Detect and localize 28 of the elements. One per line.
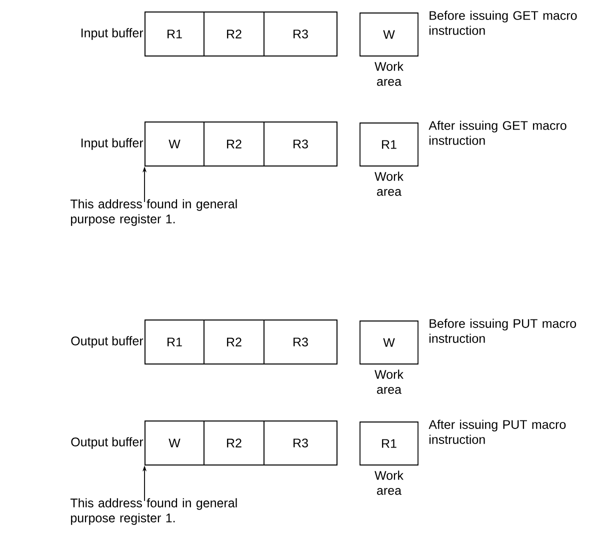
buffer-cell: R2	[204, 320, 264, 364]
caption-text: Before issuing GET macro instruction	[429, 10, 577, 35]
note-text: This address found in general purpose register 1.	[70, 498, 237, 525]
work-area-box: W	[360, 320, 418, 364]
work-area-label: Work area	[374, 370, 404, 394]
buffer-cell: R2	[204, 420, 264, 466]
node-label: Output buffer	[71, 336, 144, 348]
node-label: Input buffer	[82, 138, 144, 150]
work-area-label: Work area	[374, 172, 404, 196]
buffer-cell: W	[144, 122, 204, 166]
work-area-box: R1	[360, 422, 418, 466]
buffer-cell: R2	[204, 122, 264, 166]
note-text: This address found in general purpose register 1.	[70, 199, 237, 226]
work-area-label: Work area	[374, 62, 404, 86]
node-label: Output buffer	[71, 437, 144, 449]
buffer-cell: R1	[144, 320, 204, 364]
work-area-box: R1	[360, 122, 418, 166]
buffer-cell: R1	[144, 12, 204, 56]
work-area-label: Work area	[374, 470, 404, 495]
node-label: Input buffer	[82, 28, 144, 40]
caption-text: Before issuing PUT macro instruction	[429, 318, 576, 343]
buffer-cell: R3	[264, 122, 338, 166]
buffer-cell: R3	[264, 420, 338, 466]
buffer-cell: W	[144, 420, 204, 466]
buffer-cell: R3	[264, 320, 338, 364]
buffer-cell: R2	[204, 12, 264, 56]
work-area-box: W	[360, 12, 418, 56]
buffer-cell: R3	[264, 12, 338, 56]
